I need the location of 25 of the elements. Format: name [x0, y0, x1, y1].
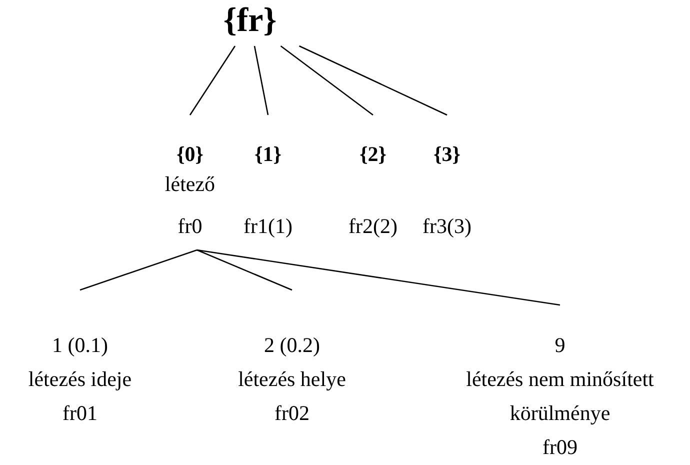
connector-line	[196, 249, 560, 306]
node-text: 1 (0.1)	[51, 332, 109, 359]
node-text: 2 (0.2)	[263, 332, 321, 359]
connector-line	[254, 46, 269, 116]
node-title: {2}	[358, 141, 388, 168]
node-title: {1}	[253, 141, 283, 168]
node-text: fr1(1)	[242, 213, 294, 240]
node-text: létezés ideje	[27, 366, 133, 393]
node-text: létezés helye	[237, 366, 347, 393]
node-text: fr09	[542, 434, 578, 461]
node-text: fr0	[176, 213, 204, 240]
node-title: {fr}	[222, 4, 278, 38]
connector-line	[189, 46, 236, 116]
node-title: {0}	[175, 141, 205, 168]
connector-line	[80, 249, 198, 291]
connector-line	[280, 45, 374, 116]
connector-line	[196, 249, 292, 291]
node-text: 9	[554, 332, 566, 359]
node-text: fr01	[62, 400, 98, 427]
node-text: fr3(3)	[422, 213, 472, 240]
node-text: létező	[164, 171, 216, 198]
node-text: fr02	[274, 400, 310, 427]
connector-line	[298, 45, 448, 116]
node-text: fr2(2)	[348, 213, 398, 240]
node-title: {3}	[432, 141, 462, 168]
